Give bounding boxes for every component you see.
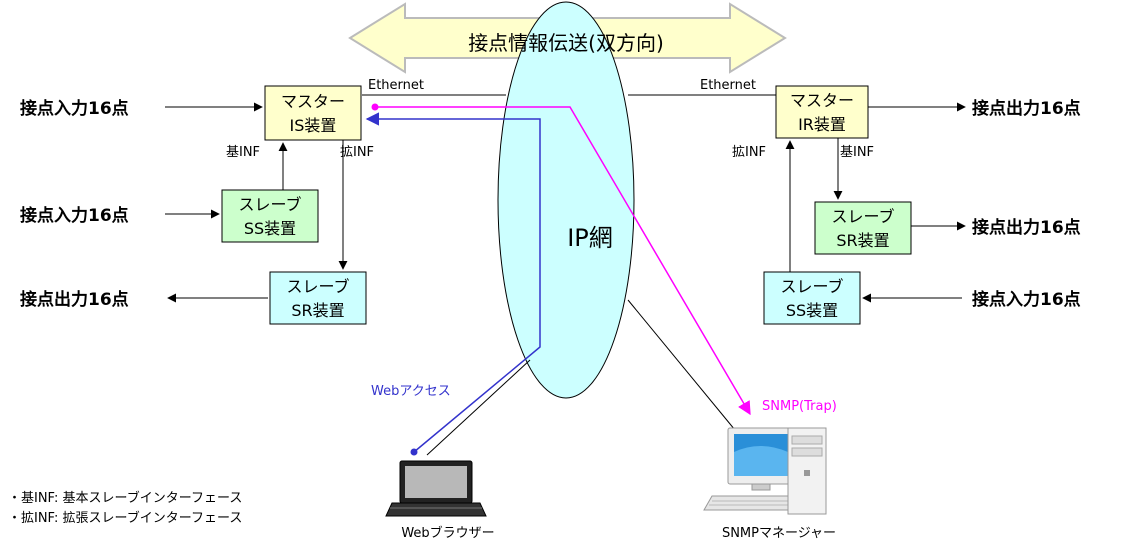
right-slave-sr-box (814, 201, 912, 255)
right-master-box (775, 85, 869, 139)
snmp-trap-path (375, 106, 751, 416)
snmp-trap-origin-dot (371, 103, 379, 111)
right-output-top-label: 接点出力16点 (972, 98, 1081, 119)
left-base-inf-label: 基INF (226, 145, 260, 160)
right-slave-ss-line1: スレーブ (780, 277, 843, 296)
right-ext-inf-label: 拡INF (732, 145, 766, 160)
legend-line-1: ・基INF: 基本スレーブインターフェース (8, 490, 242, 506)
banner-label: 接点情報伝送(双方向) (468, 31, 664, 55)
network-label: IP網 (567, 224, 613, 252)
left-master-line2: IS装置 (290, 116, 337, 135)
link-browser (426, 359, 531, 456)
right-base-inf-label: 基INF (840, 145, 874, 160)
web-access-path (365, 112, 541, 453)
left-slave-sr-box (269, 271, 367, 325)
right-slave-ss-box (763, 271, 861, 325)
left-slave-ss-line1: スレーブ (238, 195, 301, 214)
left-ext-inf-label: 拡INF (340, 145, 374, 160)
right-output-mid-label: 接点出力16点 (972, 217, 1081, 238)
link-snmp-manager (627, 299, 736, 431)
laptop-icon (385, 460, 487, 517)
right-master-line1: マスター (790, 91, 854, 110)
browser-label: Webブラウザー (401, 525, 494, 541)
ethernet-label-left: Ethernet (368, 78, 424, 93)
legend-line-2: ・拡INF: 拡張スレーブインターフェース (8, 510, 242, 526)
left-slave-ss-box (221, 189, 319, 243)
right-master-line2: IR装置 (798, 115, 846, 134)
left-output-bottom-label: 接点出力16点 (20, 289, 129, 310)
snmp-trap-label: SNMP(Trap) (762, 399, 837, 414)
ethernet-label-right: Ethernet (700, 78, 756, 93)
left-master-line1: マスター (281, 92, 345, 111)
left-slave-sr-line1: スレーブ (286, 277, 349, 296)
left-slave-sr-line2: SR装置 (291, 301, 344, 320)
web-access-origin-dot (410, 448, 418, 456)
right-input-bottom-label: 接点入力16点 (972, 289, 1081, 310)
left-master-box (264, 85, 362, 141)
left-slave-ss-line2: SS装置 (244, 219, 296, 238)
right-slave-ss-line2: SS装置 (786, 301, 838, 320)
right-slave-sr-line2: SR装置 (836, 231, 889, 250)
snmp-manager-label: SNMPマネージャー (722, 526, 836, 541)
left-input-top-label: 接点入力16点 (20, 98, 129, 119)
right-slave-sr-line1: スレーブ (831, 207, 894, 226)
desktop-computer-icon (703, 427, 827, 515)
web-access-label: Webアクセス (371, 384, 451, 399)
left-input-mid-label: 接点入力16点 (20, 205, 129, 226)
ip-network-ellipse (497, 1, 635, 399)
